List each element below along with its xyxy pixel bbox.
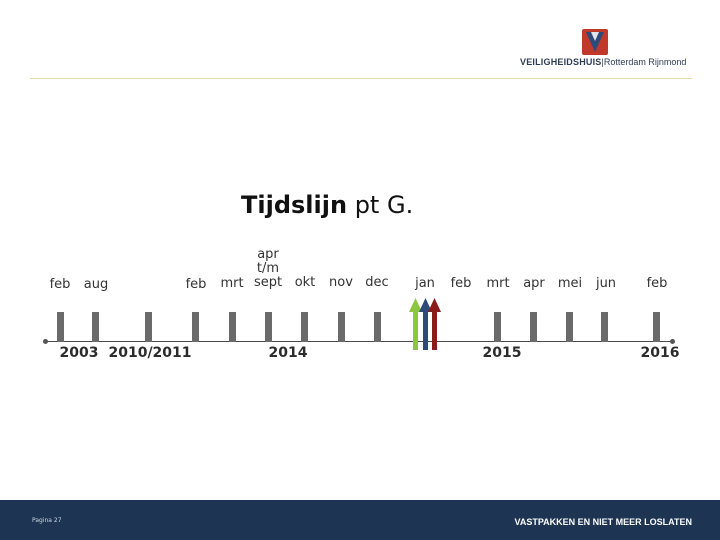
- year-label-2016: 2016: [640, 345, 680, 361]
- month-label-mrt-2014: mrt: [220, 276, 244, 291]
- slide-title-suffix: pt G.: [347, 191, 414, 219]
- month-label-feb-2015: feb: [450, 276, 472, 291]
- month-label-mrt-2015: mrt: [486, 276, 510, 291]
- timeline-tick: [601, 312, 608, 342]
- month-label-dec-2014: dec: [365, 275, 389, 290]
- red-arrow-icon: [428, 298, 441, 350]
- timeline-tick: [301, 312, 308, 342]
- month-label-feb-2016: feb: [646, 276, 668, 291]
- timeline-start-dot: [43, 339, 48, 344]
- header-divider: [30, 78, 692, 79]
- footer-slogan: VASTPAKKEN EN NIET MEER LOSLATEN: [514, 517, 692, 527]
- year-label-2014: 2014: [268, 345, 308, 361]
- month-label-feb-2014: feb: [185, 277, 207, 292]
- year-label-2010-2011: 2010/2011: [108, 345, 192, 361]
- slide-title: Tijdslijn pt G.: [241, 191, 413, 219]
- timeline-tick: [229, 312, 236, 342]
- timeline-axis: [45, 341, 672, 342]
- timeline-tick: [530, 312, 537, 342]
- page-number: Pagina 27: [32, 517, 62, 524]
- timeline-tick: [192, 312, 199, 342]
- brand-name: VEILIGHEIDSHUIS|Rotterdam Rijnmond: [520, 57, 686, 67]
- month-label-jun-2015: jun: [595, 276, 617, 291]
- timeline-tick: [338, 312, 345, 342]
- month-label-nov-2014: nov: [329, 275, 353, 290]
- timeline-tick: [374, 312, 381, 342]
- slide-title-main: Tijdslijn: [241, 191, 348, 219]
- month-label-aug-2003: aug: [83, 277, 109, 292]
- year-label-2003: 2003: [59, 345, 99, 361]
- timeline-tick: [265, 312, 272, 342]
- year-label-2015: 2015: [482, 345, 522, 361]
- month-label-apr-tm: apr t/m: [256, 247, 280, 276]
- timeline-tick: [653, 312, 660, 342]
- blue-arrow-icon: [419, 298, 432, 350]
- timeline-tick: [145, 312, 152, 342]
- brand-name-location: |Rotterdam Rijnmond: [601, 57, 687, 67]
- veiligheidshuis-logo-icon: [582, 29, 608, 55]
- footer-bar: Pagina 27 VASTPAKKEN EN NIET MEER LOSLAT…: [0, 500, 720, 540]
- month-label-sept-2014: sept: [253, 275, 283, 290]
- month-label-okt-2014: okt: [294, 275, 316, 290]
- month-label-mei-2015: mei: [557, 276, 583, 291]
- event-arrows: [409, 298, 441, 350]
- green-arrow-icon: [409, 298, 422, 350]
- timeline-end-dot: [670, 339, 675, 344]
- month-label-jan-2015: jan: [415, 276, 435, 291]
- timeline-tick: [92, 312, 99, 342]
- timeline-tick: [57, 312, 64, 342]
- timeline-tick: [566, 312, 573, 342]
- timeline-tick: [494, 312, 501, 342]
- brand-name-bold: VEILIGHEIDSHUIS: [520, 57, 602, 67]
- month-label-feb-2003: feb: [49, 277, 71, 292]
- month-label-apr-2015: apr: [523, 276, 545, 291]
